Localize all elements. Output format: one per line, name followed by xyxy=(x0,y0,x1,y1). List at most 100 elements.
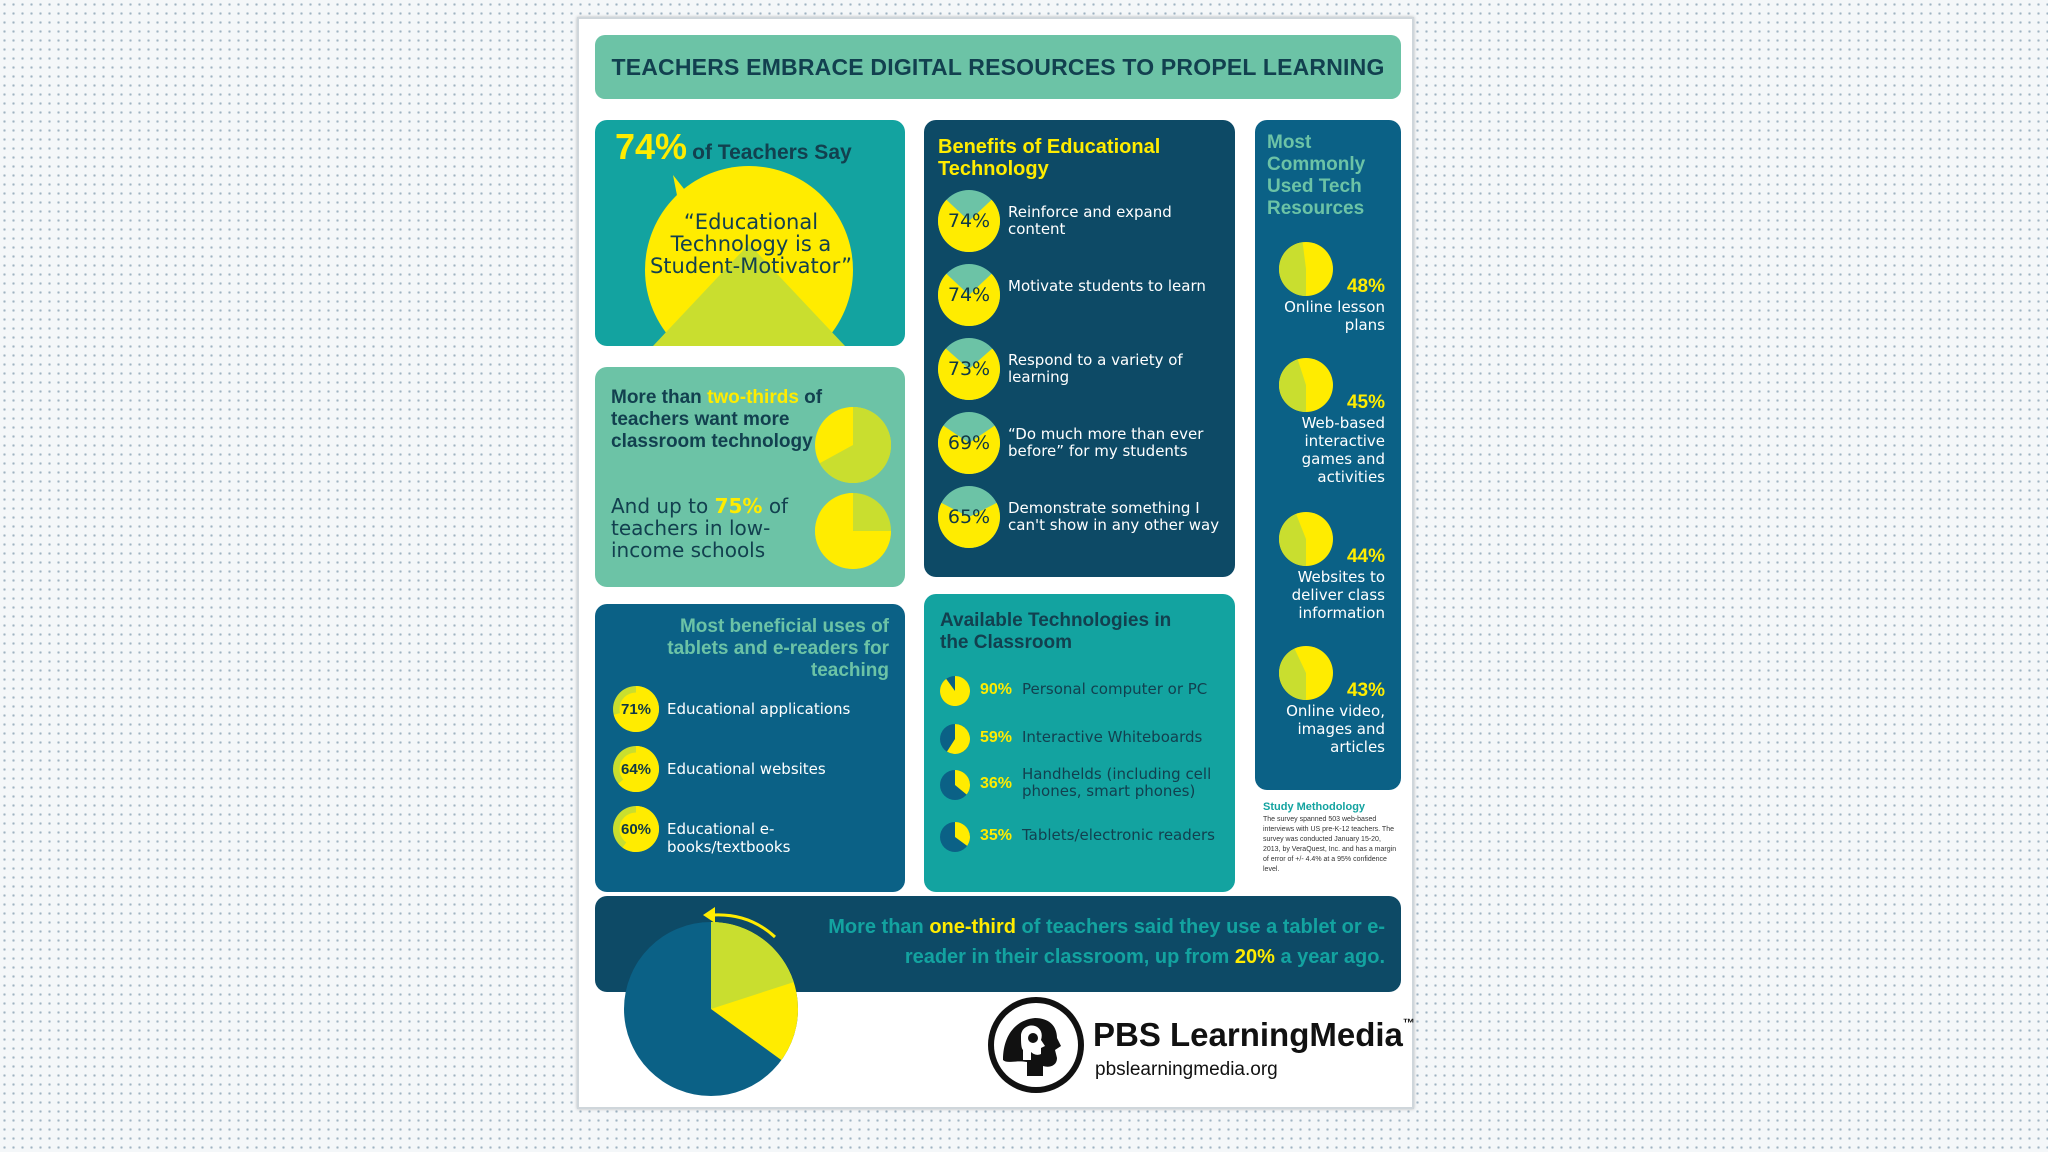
want-sub-highlight: 75% xyxy=(714,494,763,518)
resource-pie xyxy=(1279,358,1333,412)
quote-panel: 74% of Teachers Say “Educational Technol… xyxy=(595,120,905,346)
benefit-percent: 74% xyxy=(947,210,991,232)
tablet-pie xyxy=(613,686,659,732)
pie-slice xyxy=(1279,359,1306,412)
pie-slice xyxy=(938,425,1000,474)
resource-percent: 45% xyxy=(1346,392,1385,413)
available-label: Interactive Whiteboards xyxy=(1022,728,1203,746)
pie-slice xyxy=(938,348,1000,400)
pbs-heads-icon xyxy=(988,997,1084,1093)
pie-slice xyxy=(938,273,1000,326)
pie-slice xyxy=(955,822,970,846)
pie-slice xyxy=(938,199,1000,252)
available-label: Personal computer or PC xyxy=(1022,680,1208,698)
bottom-text-c: a year ago. xyxy=(1274,946,1385,968)
pie-slice xyxy=(815,493,891,569)
available-label: Handhelds (including cell phones, smart … xyxy=(1022,765,1212,800)
benefit-label: Motivate students to learn xyxy=(1008,277,1206,295)
tablet-percent: 60% xyxy=(620,820,652,838)
available-pie xyxy=(940,724,970,754)
tablets-panel: Most beneficial uses of tablets and e-re… xyxy=(595,604,905,892)
tablet-label: Educational applications xyxy=(667,700,851,718)
benefit-pie xyxy=(938,338,1000,400)
resource-label: Websites to deliver class information xyxy=(1291,568,1385,622)
available-percent: 90% xyxy=(980,681,1013,698)
pie-slice xyxy=(1279,648,1306,700)
benefits-title: Benefits of Educational Technology xyxy=(938,136,1161,180)
resource-percent: 43% xyxy=(1346,680,1385,701)
methodology-text: The survey spanned 503 web-based intervi… xyxy=(1263,816,1397,873)
tablets-title: Most beneficial uses of tablets and e-re… xyxy=(667,616,889,681)
pie-slice xyxy=(955,770,970,795)
bottom-text-b: of teachers said they use a tablet or e-… xyxy=(904,916,1385,968)
resources-title: Most Commonly Used Tech Resources xyxy=(1267,132,1366,219)
pie-slice xyxy=(1279,242,1306,296)
want-text-a: More than xyxy=(611,387,708,408)
resource-percent: 48% xyxy=(1346,276,1385,297)
brand-name-text: PBS LearningMedia xyxy=(1093,1016,1403,1053)
speech-bubble-icon xyxy=(645,166,853,346)
benefit-label: Demonstrate something I can't show in an… xyxy=(1008,499,1220,534)
title-bar: TEACHERS EMBRACE DIGITAL RESOURCES TO PR… xyxy=(595,35,1401,99)
want-panel: More than two-thirds of teachers want mo… xyxy=(595,367,905,587)
bottom-highlight-20: 20% xyxy=(1234,946,1275,968)
bottom-text: More than one-third of teachers said the… xyxy=(785,912,1385,972)
tablet-pie xyxy=(613,806,659,852)
benefits-panel: Benefits of Educational Technology 74% Re… xyxy=(924,120,1235,577)
brand-url[interactable]: pbslearningmedia.org xyxy=(1095,1059,1278,1080)
benefit-pie xyxy=(938,486,1000,548)
tablet-pie xyxy=(613,746,659,792)
available-pie xyxy=(940,822,970,852)
pie-center xyxy=(619,692,653,726)
tablet-percent: 71% xyxy=(620,700,652,718)
growth-arrow-icon xyxy=(703,907,777,939)
benefit-percent: 74% xyxy=(947,284,991,306)
available-title: Available Technologies in the Classroom xyxy=(940,610,1172,653)
tablet-label: Educational websites xyxy=(667,760,826,778)
want-pie-75 xyxy=(815,493,891,569)
benefit-label: Reinforce and expand content xyxy=(1008,203,1172,238)
tablet-growth-pie xyxy=(624,922,798,1096)
quote-percent: 74% xyxy=(615,126,688,167)
resource-percent: 44% xyxy=(1346,546,1385,567)
bottom-highlight-one-third: one-third xyxy=(929,916,1016,938)
benefit-label: “Do much more than ever before” for my s… xyxy=(1008,425,1204,460)
available-label: Tablets/electronic readers xyxy=(1022,826,1215,844)
quote-text: “Educational Technology is a Student-Mot… xyxy=(649,210,853,278)
available-percent: 35% xyxy=(980,827,1013,844)
want-highlight: two-thirds xyxy=(707,387,799,408)
tablet-percent: 64% xyxy=(620,760,652,778)
tablet-label: Educational e-books/textbooks xyxy=(667,820,791,856)
benefit-pie xyxy=(938,412,1000,474)
want-sub-text: And up to 75% of teachers in low-income … xyxy=(611,495,831,561)
methodology-title: Study Methodology xyxy=(1263,801,1366,813)
resource-label: Web-based interactive games and activiti… xyxy=(1301,414,1385,486)
resource-pie xyxy=(1279,512,1333,566)
brand-tm: ™ xyxy=(1402,1016,1415,1030)
want-sub-a: And up to xyxy=(611,494,715,518)
want-pie-two-thirds xyxy=(815,407,891,483)
pie-slice xyxy=(938,502,1000,548)
benefit-pie xyxy=(938,190,1000,252)
bottom-text-a: More than xyxy=(828,916,930,938)
quote-lead: of Teachers Say xyxy=(692,141,852,164)
pie-slice xyxy=(819,407,891,483)
resource-label: Online video, images and articles xyxy=(1286,702,1385,756)
page-title: TEACHERS EMBRACE DIGITAL RESOURCES TO PR… xyxy=(611,53,1385,80)
resources-panel: Most Commonly Used Tech Resources 48%Onl… xyxy=(1255,120,1401,790)
available-pie xyxy=(940,770,970,800)
benefit-label: Respond to a variety of learning xyxy=(1008,351,1183,386)
methodology: Study Methodology The survey spanned 503… xyxy=(1263,801,1399,875)
quote-heading: 74% of Teachers Say xyxy=(615,126,852,168)
growth-pie-previous-slice xyxy=(711,922,794,1009)
resource-label: Online lesson plans xyxy=(1284,298,1385,334)
brand-name: PBS LearningMedia™ xyxy=(1093,1016,1415,1054)
pie-center xyxy=(619,812,653,846)
available-percent: 36% xyxy=(980,775,1013,792)
want-sub-b: of teachers in low-income schools xyxy=(611,494,789,562)
benefit-percent: 69% xyxy=(947,432,991,454)
resource-pie xyxy=(1279,242,1333,296)
infographic-poster: TEACHERS EMBRACE DIGITAL RESOURCES TO PR… xyxy=(577,17,1415,1109)
pie-slice xyxy=(940,676,970,706)
resource-pie xyxy=(1279,646,1333,700)
